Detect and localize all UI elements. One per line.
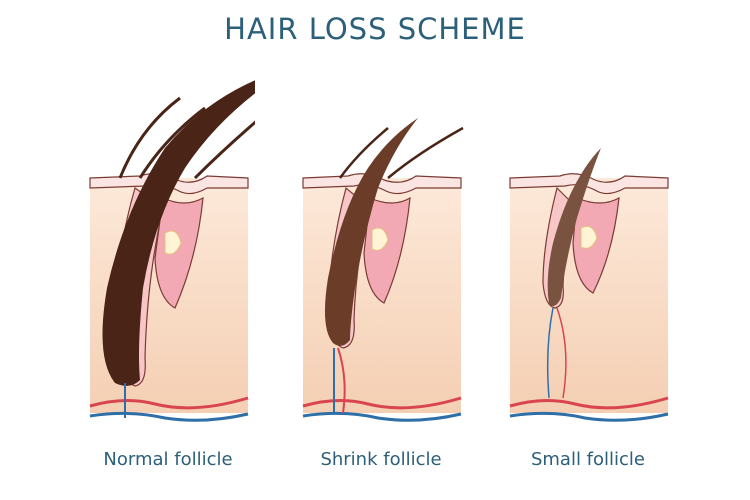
caption-small-follicle: Small follicle	[530, 449, 646, 470]
hair-strand	[193, 120, 255, 180]
artery	[509, 396, 669, 410]
hair-strand	[118, 96, 181, 179]
gland-lobule	[371, 227, 389, 251]
sebaceous-gland	[363, 196, 411, 304]
vein	[89, 411, 249, 422]
hair-strand	[387, 126, 464, 179]
diagram-title: HAIR LOSS SCHEME	[224, 12, 526, 46]
artery	[89, 396, 249, 410]
vein	[509, 411, 669, 422]
small-follicle-illustration	[509, 148, 669, 422]
normal-follicle-illustration	[89, 80, 255, 422]
hair-shaft	[547, 148, 601, 306]
vein	[302, 411, 462, 422]
panel-normal-follicle	[85, 58, 255, 438]
hair-strand	[338, 127, 389, 179]
panel-small-follicle	[505, 58, 675, 438]
capillary	[546, 307, 554, 399]
capillary	[556, 307, 567, 399]
panel-shrink-follicle	[298, 58, 468, 438]
caption-normal-follicle: Normal follicle	[103, 449, 233, 470]
gland-lobule	[164, 230, 182, 255]
hair-shaft	[102, 80, 255, 386]
hair-shaft	[324, 118, 418, 346]
sebaceous-gland	[154, 196, 204, 309]
artery	[302, 396, 462, 410]
shrink-follicle-illustration	[302, 118, 464, 422]
hair-strand	[138, 106, 206, 179]
gland-lobule	[580, 225, 598, 249]
capillary	[337, 347, 346, 414]
caption-shrink-follicle: Shrink follicle	[320, 449, 442, 470]
sebaceous-gland	[572, 196, 620, 294]
